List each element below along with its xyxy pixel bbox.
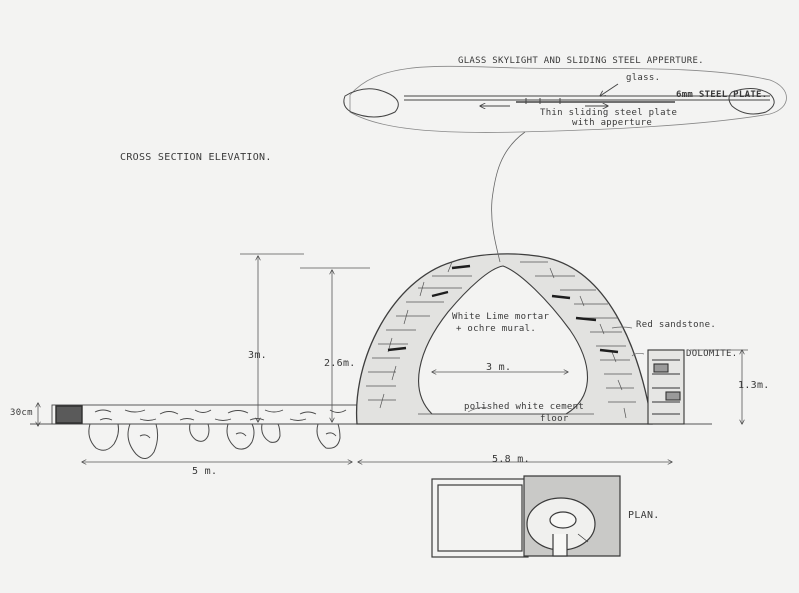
wall-height-dim: 1.3m. [738, 380, 770, 391]
interior-finish-label-2: + ochre mural. [456, 324, 537, 334]
approach-length-dim: 5 m. [192, 466, 218, 477]
slab-thickness-dim: 30cm [10, 408, 33, 418]
skylight-title: GLASS SKYLIGHT AND SLIDING STEEL APPERTU… [458, 56, 704, 66]
dome [355, 253, 653, 425]
glass-label: glass. [626, 73, 661, 83]
sliding-plate-label-2: with apperture [572, 118, 653, 128]
masonry-courses [366, 261, 636, 419]
total-height-dim: 3m. [248, 350, 267, 361]
plan-view [431, 475, 621, 558]
material-leaders [467, 326, 645, 413]
steel-plate-label: 6mm STEEL PLATE. [676, 90, 768, 100]
sliding-plate-label: Thin sliding steel plate [540, 108, 678, 118]
skylight-leader [491, 131, 526, 263]
approach-slab [51, 404, 358, 425]
slab-end-stone [55, 405, 83, 424]
footings [88, 423, 341, 459]
skylight-detail [343, 65, 787, 133]
inner-void [418, 265, 588, 415]
inner-width-dim: 3 m. [486, 362, 512, 373]
plan-label: PLAN. [628, 510, 660, 521]
dark-joints [387, 264, 619, 354]
floor-label: polished white cement [464, 402, 585, 412]
drawing-title: CROSS SECTION ELEVATION. [120, 152, 272, 163]
dolomite-wall [647, 349, 685, 425]
interior-finish-label: White Lime mortar [452, 312, 550, 322]
dolomite-label: DOLOMITE. [686, 349, 738, 359]
floor-label-2: floor [540, 414, 569, 424]
red-sandstone-label: Red sandstone. [636, 320, 717, 330]
inner-height-dim: 2.6m. [324, 358, 356, 369]
dimension-lines [38, 253, 748, 462]
structure-length-dim: 5.8 m. [492, 454, 530, 465]
